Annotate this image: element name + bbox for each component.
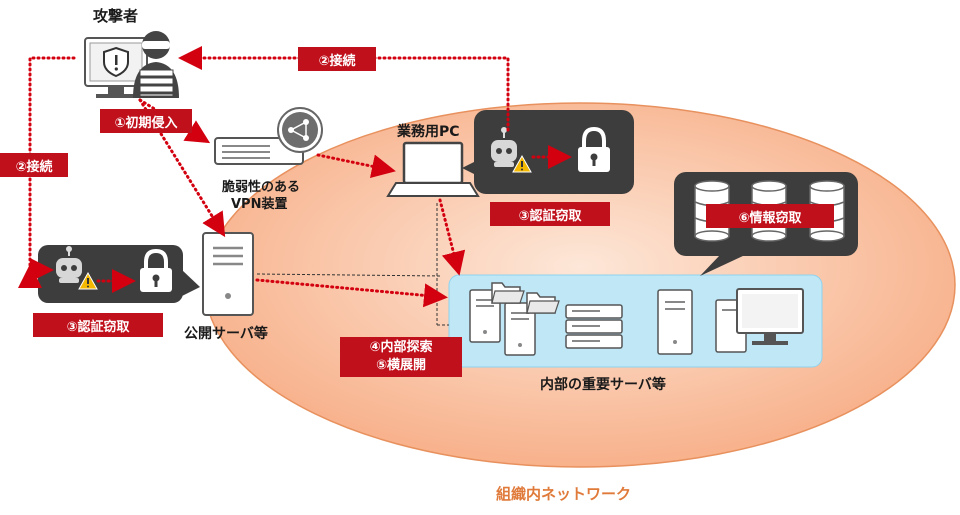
vpn-label-line2: VPN装置 xyxy=(231,197,288,212)
step-cred-theft-public: ③認証窃取 xyxy=(33,313,163,337)
step-cred-theft-pc: ③認証窃取 xyxy=(490,202,610,226)
step-initial-intrusion: ①初期侵入 xyxy=(100,109,192,133)
bot-icon xyxy=(491,127,517,167)
work-pc-label: 業務用PC xyxy=(397,124,460,140)
lock-icon xyxy=(578,126,610,172)
rack-server-icon xyxy=(565,304,623,349)
folder-icon xyxy=(526,292,560,314)
bot-icon xyxy=(56,246,82,283)
laptop-icon xyxy=(386,141,480,197)
warning-icon xyxy=(512,154,532,173)
hacker-icon xyxy=(133,31,179,98)
step-info-theft: ⑥情報窃取 xyxy=(706,204,834,228)
vpn-label-line1: 脆弱性のある xyxy=(222,180,301,195)
internal-servers-label: 内部の重要サーバ等 xyxy=(540,377,666,393)
step-internal-recon: ④内部探索 xyxy=(369,340,433,355)
step-recon-lateral: ④内部探索 ⑤横展開 xyxy=(340,337,462,377)
step-connect-left: ②接続 xyxy=(0,153,68,177)
vpn-appliance-icon xyxy=(214,107,323,165)
step-lateral-movement: ⑤横展開 xyxy=(375,358,426,373)
step-connect-top: ②接続 xyxy=(298,47,376,71)
lock-icon xyxy=(140,248,172,292)
attacker-label: 攻撃者 xyxy=(93,7,139,25)
desktop-pc-icon xyxy=(715,288,804,353)
folder-icon xyxy=(491,282,525,304)
shield-icon xyxy=(103,46,129,78)
server-icon xyxy=(657,289,693,355)
network-label: 組織内ネットワーク xyxy=(496,485,632,503)
warning-icon xyxy=(78,271,98,290)
server-icon xyxy=(202,232,254,316)
public-server-label: 公開サーバ等 xyxy=(184,326,268,342)
